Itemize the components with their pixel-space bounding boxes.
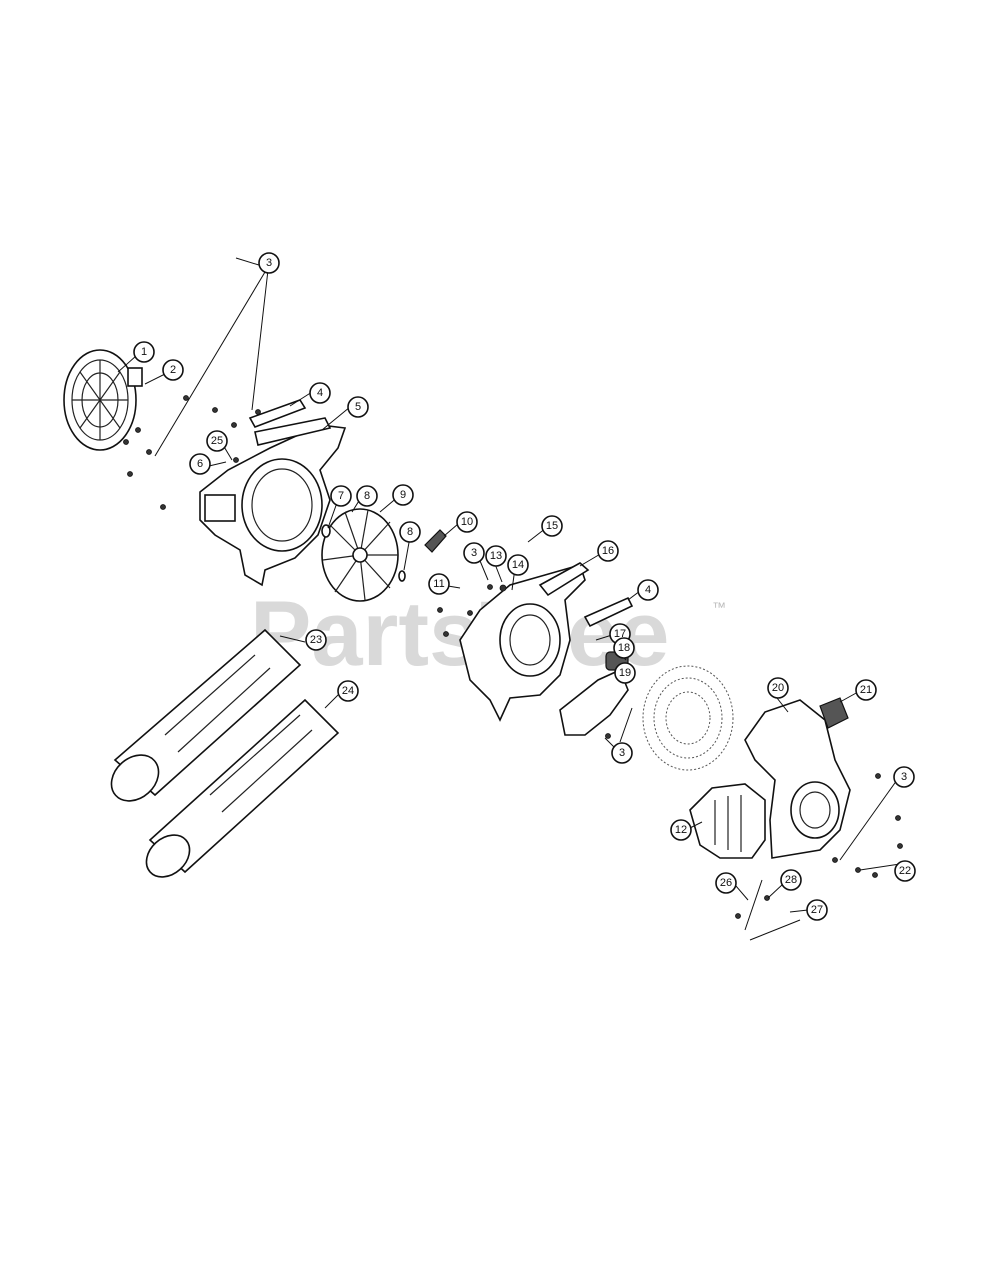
svg-text:4: 4	[317, 387, 323, 399]
callout-3: 3	[258, 252, 280, 274]
callout-4: 4	[309, 382, 331, 404]
callout-13: 13	[485, 545, 507, 567]
part-right-housing	[744, 699, 851, 859]
part-blower-housing	[199, 417, 347, 587]
svg-text:8: 8	[364, 490, 370, 502]
callout-5: 5	[347, 396, 369, 418]
part-motor-mesh	[642, 665, 734, 771]
svg-text:3: 3	[901, 771, 907, 783]
svg-text:21: 21	[860, 684, 872, 696]
svg-text:18: 18	[618, 642, 630, 654]
callout-27: 27	[806, 899, 828, 921]
callout-11: 11	[428, 573, 450, 595]
part-tube-24	[145, 698, 340, 878]
callout-1: 1	[133, 341, 155, 363]
svg-text:19: 19	[619, 667, 631, 679]
svg-text:3: 3	[619, 747, 625, 759]
callout-7: 7	[330, 485, 352, 507]
svg-text:7: 7	[338, 490, 344, 502]
callout-8a: 8	[356, 485, 378, 507]
part-tube-23	[110, 628, 302, 802]
svg-text:16: 16	[602, 545, 614, 557]
part-rear-housing	[459, 562, 590, 722]
svg-text:10: 10	[461, 516, 473, 528]
svg-text:3: 3	[471, 547, 477, 559]
callout-2: 2	[162, 359, 184, 381]
svg-text:23: 23	[310, 634, 322, 646]
callout-20: 20	[767, 677, 789, 699]
part-bracket	[424, 529, 447, 553]
part-washer-8	[398, 570, 406, 582]
callout-24: 24	[337, 680, 359, 702]
svg-text:24: 24	[342, 685, 354, 697]
part-impeller-fan	[321, 508, 399, 602]
part-seal-strip-2	[583, 596, 634, 628]
callout-21: 21	[855, 679, 877, 701]
svg-text:26: 26	[720, 877, 732, 889]
svg-text:8: 8	[407, 526, 413, 538]
svg-text:4: 4	[645, 584, 651, 596]
callout-23: 23	[305, 629, 327, 651]
callout-14: 14	[507, 554, 529, 576]
callout-3b: 3	[463, 542, 485, 564]
callout-4b: 4	[637, 579, 659, 601]
svg-text:14: 14	[512, 559, 524, 571]
svg-text:9: 9	[400, 489, 406, 501]
callout-6: 6	[189, 453, 211, 475]
part-motor-cover	[689, 783, 766, 859]
svg-text:22: 22	[899, 865, 911, 877]
callout-22: 22	[894, 860, 916, 882]
svg-text:28: 28	[785, 874, 797, 886]
svg-text:27: 27	[811, 904, 823, 916]
part-rod-26	[744, 879, 763, 931]
watermark-trademark: ™	[712, 599, 726, 615]
svg-text:17: 17	[614, 628, 626, 640]
svg-text:15: 15	[546, 520, 558, 532]
callout-9: 9	[392, 484, 414, 506]
callout-28: 28	[780, 869, 802, 891]
svg-text:25: 25	[211, 435, 223, 447]
svg-text:3: 3	[266, 257, 272, 269]
callout-16: 16	[597, 540, 619, 562]
svg-text:11: 11	[433, 578, 444, 590]
callout-3d: 3	[893, 766, 915, 788]
part-intake-cover	[63, 349, 143, 451]
part-rod-27	[749, 919, 801, 941]
svg-text:20: 20	[772, 682, 784, 694]
callout-12: 12	[670, 819, 692, 841]
svg-text:6: 6	[197, 458, 203, 470]
part-seal-strip	[248, 399, 307, 428]
callout-25: 25	[206, 430, 228, 452]
screws	[123, 395, 903, 919]
svg-text:13: 13	[490, 550, 502, 562]
callout-19: 19	[614, 662, 636, 684]
callout-3c: 3	[611, 742, 633, 764]
part-switch	[819, 697, 849, 729]
callout-18: 18	[613, 637, 635, 659]
svg-text:12: 12	[675, 824, 687, 836]
callout-8b: 8	[399, 521, 421, 543]
callout-15: 15	[541, 515, 563, 537]
svg-text:1: 1	[141, 346, 147, 358]
svg-text:5: 5	[355, 401, 361, 413]
callout-10: 10	[456, 511, 478, 533]
svg-text:2: 2	[170, 364, 176, 376]
callout-26: 26	[715, 872, 737, 894]
